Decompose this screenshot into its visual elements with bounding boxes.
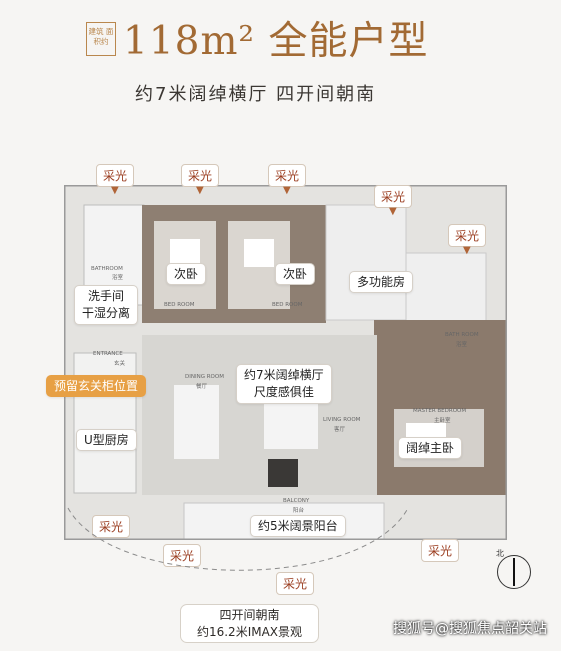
master-label-cn: 主卧室 [434,418,451,424]
kitchen-tag: U型厨房 [76,429,137,451]
light-badge-8: 采光 [276,572,315,595]
area-badge: 建筑 面积约 [86,22,116,56]
north-label: 北 [496,549,504,558]
balcony-tag: 约5米阔景阳台 [250,515,346,537]
entrance-label: ENTRANCE [93,351,123,357]
bedroom-label-2: BED ROOM [272,302,303,308]
bath-room-label-cn: 浴室 [456,342,468,348]
light-badge-5: 采光 [448,224,487,247]
bathroom-label-cn: 浴室 [112,275,124,281]
bedroom-tag-1: 次卧 [166,263,207,285]
bathroom-label: BATHROOM [91,266,123,272]
living-hall-tag: 约7米阔绰横厅 尺度感俱佳 [236,364,332,404]
light-badge-2: 采光 [181,164,220,187]
multi-room-tag: 多功能房 [349,271,414,293]
living-label-cn: 客厅 [334,427,346,433]
light-badge-4: 采光 [374,185,413,208]
page-title: 118m² 全能户型 [123,19,429,64]
living-label: LIVING ROOM [323,417,361,423]
watermark: 搜狐号@搜狐焦点韶关站 [393,621,547,637]
view-arc [67,507,409,571]
bath-room-label: BATH ROOM [445,332,479,338]
floor-plan [64,185,507,540]
entrance-cabinet-tag: 预留玄关柜位置 [46,375,147,397]
light-badge-3: 采光 [268,164,307,187]
bedroom-label-1: BED ROOM [164,302,195,308]
dining-label-cn: 餐厅 [196,384,208,390]
light-arrow-5: ▼ [463,245,471,256]
light-badge-6: 采光 [92,515,131,538]
master-label: MASTER BEDROOM [413,408,467,414]
master-bedroom-tag: 阔绰主卧 [398,437,463,459]
light-badge-1: 采光 [96,164,135,187]
light-badge-9: 采光 [421,539,460,562]
light-arrow-2: ▼ [196,185,204,196]
dining-label: DINING ROOM [185,374,224,380]
bedroom-tag-2: 次卧 [275,263,316,285]
light-badge-7: 采光 [163,544,202,567]
light-arrow-1: ▼ [111,185,119,196]
page-subtitle: 约7米阔绰横厅 四开间朝南 [135,84,377,105]
light-arrow-4: ▼ [389,206,397,217]
entrance-label-cn: 玄关 [114,361,126,367]
bottom-note: 四开间朝南 约16.2米IMAX景观 [180,604,319,643]
balcony-label-cn: 阳台 [293,508,305,514]
compass-icon [497,555,531,589]
balcony-label: BALCONY [283,498,310,504]
light-arrow-3: ▼ [283,185,291,196]
washroom-tag: 洗手间 干湿分离 [74,285,139,325]
